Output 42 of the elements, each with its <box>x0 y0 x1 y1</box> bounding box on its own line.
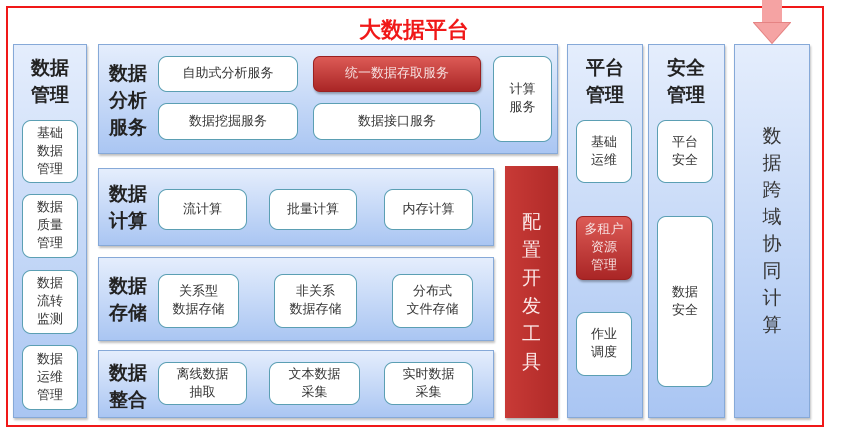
module-box: 数据运维管理 <box>22 345 78 410</box>
highlighted-module-box: 统一数据存取服务 <box>313 56 481 92</box>
module-box: 关系型数据存储 <box>158 274 239 328</box>
module-column <box>13 44 87 418</box>
layer-panel <box>98 168 494 246</box>
platform-title: 大数据平台 <box>359 17 469 45</box>
module-box: 数据质量管理 <box>22 194 78 258</box>
module-box: 基础运维 <box>576 120 632 183</box>
module-box: 流计算 <box>158 189 247 230</box>
platform-frame <box>6 6 824 427</box>
module-box: 内存计算 <box>384 189 473 230</box>
group-heading: 安全管理 <box>667 56 705 108</box>
module-column: 数据跨域协同计算 <box>734 44 810 418</box>
module-box: 自助式分析服务 <box>158 56 298 92</box>
module-box: 计算服务 <box>493 56 552 142</box>
arrow <box>753 0 791 44</box>
group-heading: 数据整合 <box>109 361 147 413</box>
module-box: 数据挖掘服务 <box>158 103 298 140</box>
layer-panel <box>98 350 494 418</box>
module-column <box>648 44 725 418</box>
highlighted-module-box: 多租户资源管理 <box>576 216 632 280</box>
group-heading: 平台管理 <box>586 56 624 108</box>
module-box: 离线数据抽取 <box>158 362 247 405</box>
module-box: 非关系数据存储 <box>274 274 357 328</box>
group-heading: 数据存储 <box>109 274 147 326</box>
module-box: 作业调度 <box>576 312 632 376</box>
module-column <box>567 44 643 418</box>
module-box: 平台安全 <box>657 120 713 183</box>
vertical-banner: 配置开发工具 <box>505 166 558 418</box>
module-box: 数据接口服务 <box>313 103 481 140</box>
group-heading: 数据管理 <box>31 56 69 108</box>
group-heading: 数据计算 <box>109 182 147 234</box>
layer-panel <box>98 44 558 154</box>
module-box: 实时数据采集 <box>384 362 473 405</box>
module-box: 数据流转监测 <box>22 270 78 334</box>
module-box: 基础数据管理 <box>22 120 78 183</box>
layer-panel <box>98 257 494 341</box>
module-box: 批量计算 <box>269 189 357 230</box>
module-box: 数据安全 <box>657 216 713 387</box>
group-heading: 数据分析服务 <box>109 62 147 140</box>
module-box: 文本数据采集 <box>269 362 360 405</box>
module-box: 分布式文件存储 <box>392 274 473 328</box>
